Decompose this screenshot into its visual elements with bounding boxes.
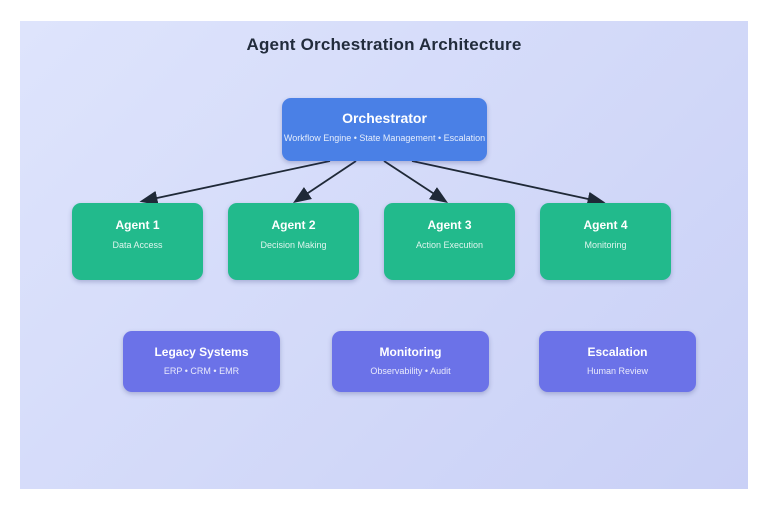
monitoring-sublabel: Observability • Audit xyxy=(370,366,451,376)
diagram-canvas: Agent Orchestration Architecture Orchest… xyxy=(20,21,748,489)
orchestrator-to-agent-2-arrow xyxy=(293,160,357,203)
orchestrator-sublabel: Workflow Engine • State Management • Esc… xyxy=(283,133,486,143)
agent-4-node: Agent 4 Monitoring xyxy=(540,203,671,280)
monitoring-label: Monitoring xyxy=(379,345,442,359)
orchestrator-node: Orchestrator Workflow Engine • State Man… xyxy=(282,98,487,161)
escalation-label: Escalation xyxy=(587,345,648,359)
agent-1-label: Agent 1 xyxy=(115,218,160,232)
orchestrator-to-agent-1-arrow xyxy=(139,160,331,206)
escalation-node: Escalation Human Review xyxy=(539,331,696,392)
agent-4-sublabel: Monitoring xyxy=(584,240,627,250)
legacy-systems-node: Legacy Systems ERP • CRM • EMR xyxy=(123,331,280,392)
agent-4-label: Agent 4 xyxy=(583,218,628,232)
agent-3-sublabel: Action Execution xyxy=(415,240,484,250)
agent-3-node: Agent 3 Action Execution xyxy=(384,203,515,280)
diagram-title: Agent Orchestration Architecture xyxy=(246,35,522,54)
escalation-sublabel: Human Review xyxy=(586,366,649,376)
agent-2-label: Agent 2 xyxy=(271,218,316,232)
agent-2-sublabel: Decision Making xyxy=(260,240,327,250)
orchestrator-to-agent-4-arrow xyxy=(411,160,606,207)
agent-1-node: Agent 1 Data Access xyxy=(72,203,203,280)
orchestrator-to-agent-3-arrow xyxy=(383,160,449,203)
agent-2-node: Agent 2 Decision Making xyxy=(228,203,359,280)
monitoring-node: Monitoring Observability • Audit xyxy=(332,331,489,392)
legacy-systems-sublabel: ERP • CRM • EMR xyxy=(163,366,240,376)
legacy-systems-label: Legacy Systems xyxy=(154,345,249,359)
agent-1-sublabel: Data Access xyxy=(112,240,163,250)
orchestrator-label: Orchestrator xyxy=(342,110,427,126)
agent-3-label: Agent 3 xyxy=(427,218,472,232)
